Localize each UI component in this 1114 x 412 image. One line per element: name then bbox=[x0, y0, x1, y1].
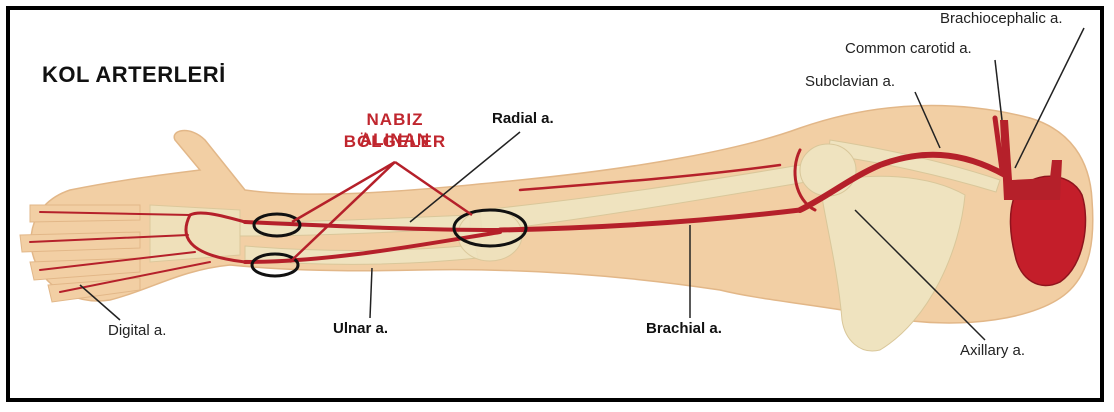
pulse-points-label-line2: BÖLGELER bbox=[330, 132, 460, 152]
shoulder-joint bbox=[800, 144, 856, 196]
common-carotid-artery-label: Common carotid a. bbox=[845, 40, 972, 57]
digital-artery-label: Digital a. bbox=[108, 322, 166, 339]
axillary-artery-label: Axillary a. bbox=[960, 342, 1025, 359]
scapula-bone bbox=[820, 176, 965, 351]
ulnar-artery-label: Ulnar a. bbox=[333, 320, 388, 337]
brachial-artery-label: Brachial a. bbox=[646, 320, 722, 337]
page-title: KOL ARTERLERİ bbox=[42, 62, 226, 88]
subclavian-artery-label: Subclavian a. bbox=[805, 73, 895, 90]
brachiocephalic-artery-label: Brachiocephalic a. bbox=[940, 10, 1063, 27]
radial-artery-label: Radial a. bbox=[492, 110, 554, 127]
